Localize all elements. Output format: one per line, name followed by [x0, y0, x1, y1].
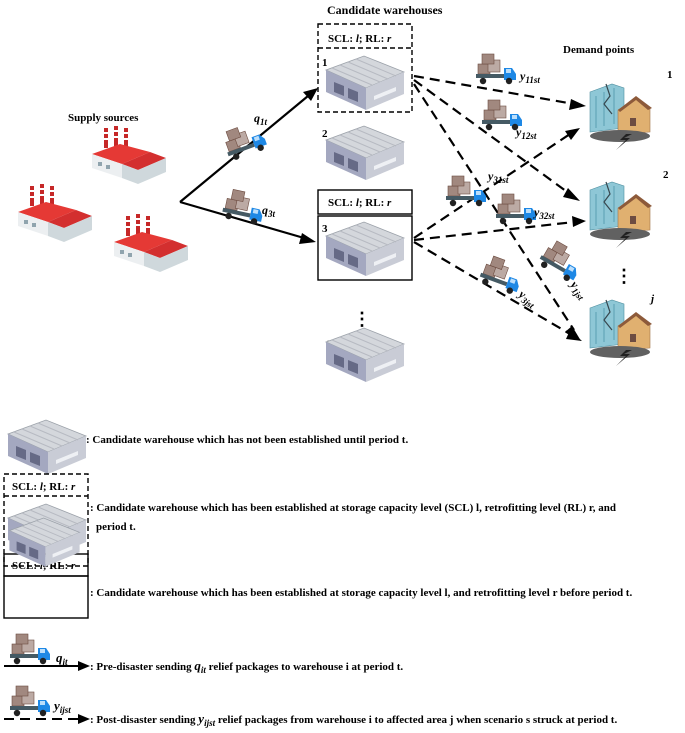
demand-point-2-icon — [589, 181, 653, 249]
flow-label-q3t: q3t — [262, 203, 276, 219]
flow-label-y11st: y11st — [518, 69, 540, 85]
warehouse-1-box — [317, 23, 413, 113]
factory-icon — [114, 214, 188, 272]
candidate-warehouses-title: Candidate warehouses — [327, 3, 443, 17]
flow-label-q1t: q1t — [254, 111, 268, 127]
flow-label-y32st: y32st — [532, 205, 555, 221]
legend-pre-disaster: : Pre-disaster sending qit relief packag… — [90, 658, 403, 675]
pre-disaster-arrows — [179, 88, 318, 244]
warehouse-1-icon — [325, 55, 405, 111]
truck-icon — [477, 253, 527, 297]
legend-solid-arrowhead — [78, 661, 90, 671]
warehouse-i-icon — [325, 327, 405, 383]
legend-not-established: : Candidate warehouse which has not been… — [86, 434, 408, 446]
warehouse-3-label-box — [317, 189, 413, 215]
demand-1-label: 1 — [667, 69, 673, 81]
legend-y-label: yijst — [52, 698, 71, 715]
warehouse-3-icon — [325, 221, 405, 277]
warehouse-3-box — [317, 215, 413, 281]
demand-ellipsis: ⋮ — [615, 266, 633, 286]
flow-label-y1jst: y1jst — [565, 276, 591, 302]
post-disaster-arrows — [413, 74, 575, 335]
factory-icon — [18, 184, 92, 242]
legend-solid-box — [3, 575, 89, 619]
truck-icon — [445, 175, 487, 207]
legend-post-disaster: : Post-disaster sending yijst relief pac… — [90, 711, 617, 728]
warehouse-3-label: 3 — [322, 223, 328, 235]
flow-label-y12st: y12st — [514, 125, 537, 141]
legend-established-now-2: period t. — [96, 521, 136, 533]
flow-label-y31st: y31st — [486, 169, 509, 185]
demand-2-label: 2 — [663, 169, 669, 181]
demand-point-j-icon — [589, 299, 653, 367]
warehouse-1-box-label: SCL: l; RL: r — [328, 33, 392, 45]
warehouse-ellipsis: ⋮ — [353, 309, 371, 329]
legend-established-before: : Candidate warehouse which has been est… — [90, 587, 632, 599]
truck-icon — [495, 193, 537, 225]
warehouse-2-icon — [325, 125, 405, 181]
legend-dashed-box-label: SCL: l; RL: r — [12, 481, 76, 493]
truck-icon — [9, 685, 51, 717]
legend-warehouse-icon — [7, 419, 87, 475]
legend-q-label: qit — [56, 650, 68, 667]
demand-j-label: j — [649, 293, 655, 305]
warehouse-2-label: 2 — [322, 128, 328, 140]
warehouse-1-label: 1 — [322, 57, 328, 69]
demand-point-1-icon — [589, 83, 653, 151]
demand-points-title: Demand points — [563, 44, 635, 56]
truck-icon — [475, 53, 517, 85]
legend-established-now-1: : Candidate warehouse which has been est… — [90, 502, 616, 514]
factory-icon — [92, 126, 166, 184]
legend-dashed-arrowhead — [78, 714, 90, 724]
supply-sources-title: Supply sources — [68, 112, 139, 124]
truck-icon — [9, 633, 51, 665]
warehouse-3-box-label: SCL: l; RL: r — [328, 197, 392, 209]
post-disaster-arrowheads — [563, 99, 586, 341]
